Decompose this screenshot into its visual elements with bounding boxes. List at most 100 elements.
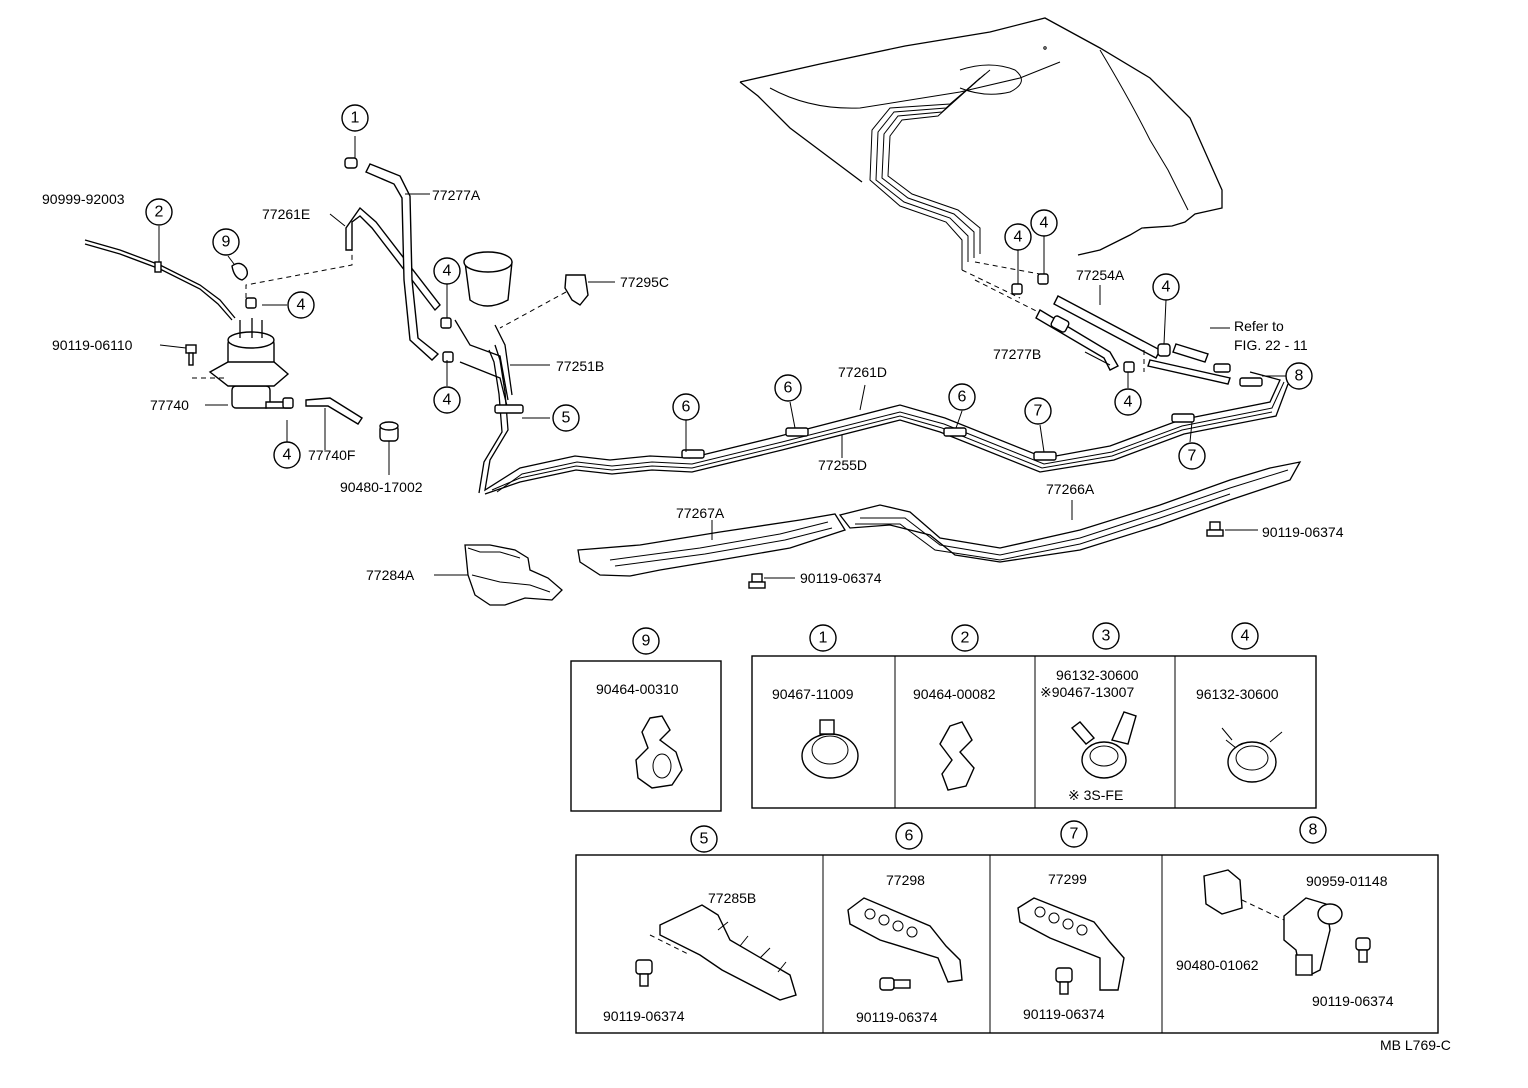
note-3s-fe: ※ 3S-FE bbox=[1068, 787, 1123, 803]
detail-box-6: 6 77298 90119-06374 bbox=[847, 822, 963, 1025]
detail-box-5: 5 77285B 90119-06374 bbox=[603, 825, 797, 1024]
detail-row-2: 5 77285B 90119-06374 6 77298 90119-06374… bbox=[575, 816, 1439, 1034]
label-90999-92003: 90999-92003 bbox=[42, 191, 125, 207]
label-90480-17002: 90480-17002 bbox=[340, 479, 423, 495]
callout-4: 4 bbox=[433, 386, 461, 414]
part-labels: 90999-92003 77261E 77277A 77295C 90119-0… bbox=[42, 187, 1451, 1053]
svg-text:3: 3 bbox=[1102, 628, 1111, 645]
protector-77266A bbox=[838, 461, 1302, 563]
svg-text:1: 1 bbox=[819, 630, 828, 647]
callout-4: 4 bbox=[433, 257, 461, 285]
detail-box-2: 2 90464-00082 bbox=[913, 624, 996, 791]
bolt-90119-06374-b5 bbox=[635, 959, 653, 975]
clamp-7b bbox=[1171, 413, 1195, 423]
label-bolt-box6: 90119-06374 bbox=[856, 1009, 938, 1025]
detail-row-1: 9 90464-00310 1 90467-11009 2 90464-0008… bbox=[570, 622, 1317, 812]
label-77299: 77299 bbox=[1048, 871, 1087, 887]
clip-4c bbox=[1157, 343, 1171, 357]
tank-side-hoses bbox=[961, 261, 1231, 385]
grommet-90480-17002 bbox=[379, 421, 399, 442]
hose-77254A bbox=[1053, 295, 1161, 359]
label-77285B: 77285B bbox=[708, 890, 756, 906]
callout-4: 4 bbox=[287, 291, 315, 319]
label-96132-30600-a: 96132-30600 bbox=[1056, 667, 1139, 683]
label-77254A: 77254A bbox=[1076, 267, 1125, 283]
detail-box-group bbox=[751, 655, 1317, 809]
label-77261D: 77261D bbox=[838, 364, 887, 380]
label-bolt-box5: 90119-06374 bbox=[603, 1008, 685, 1024]
svg-text:4: 4 bbox=[1040, 215, 1049, 232]
clip-4b bbox=[1037, 273, 1049, 285]
svg-text:9: 9 bbox=[642, 633, 651, 650]
label-96132-30600-b: 96132-30600 bbox=[1196, 686, 1279, 702]
svg-text:6: 6 bbox=[784, 380, 793, 397]
bolt-90119-06374-b8 bbox=[1355, 937, 1371, 951]
callout-4: 4 bbox=[1152, 273, 1180, 301]
bracket-77284A bbox=[464, 544, 563, 606]
clip-96132-30600-b bbox=[1227, 741, 1277, 783]
callout-6: 6 bbox=[948, 383, 976, 411]
svg-text:4: 4 bbox=[283, 447, 292, 464]
label-77284A: 77284A bbox=[366, 567, 415, 583]
protector-77267A bbox=[577, 513, 846, 577]
bolt-90119-06374-b7 bbox=[1055, 967, 1073, 983]
label-77298: 77298 bbox=[886, 872, 925, 888]
svg-text:7: 7 bbox=[1070, 826, 1079, 843]
clamp-6b bbox=[785, 427, 809, 437]
canister bbox=[463, 251, 513, 307]
label-77740: 77740 bbox=[150, 397, 189, 413]
svg-text:4: 4 bbox=[1124, 394, 1133, 411]
hose-77277B bbox=[1035, 309, 1119, 371]
pipe-protectors bbox=[577, 461, 1302, 589]
callout-4: 4 bbox=[1114, 388, 1142, 416]
svg-text:4: 4 bbox=[1014, 229, 1023, 246]
svg-text:9: 9 bbox=[222, 234, 231, 251]
clamp-8 bbox=[1239, 377, 1263, 387]
label-fig-ref: FIG. 22 - 11 bbox=[1234, 337, 1308, 353]
detail-box-4: 4 96132-30600 bbox=[1196, 622, 1283, 783]
hose-77277A bbox=[365, 163, 440, 361]
label-90467-13007: ※90467-13007 bbox=[1040, 684, 1134, 700]
clamp-6a bbox=[681, 449, 705, 459]
svg-text:4: 4 bbox=[443, 392, 452, 409]
label-77295C: 77295C bbox=[620, 274, 669, 290]
clip-1 bbox=[344, 157, 358, 169]
grommet-90480-01062 bbox=[1203, 869, 1243, 915]
label-77740F: 77740F bbox=[308, 447, 355, 463]
svg-text:4: 4 bbox=[1162, 279, 1171, 296]
svg-text:7: 7 bbox=[1188, 448, 1197, 465]
leader-lines bbox=[158, 136, 1286, 579]
callout-7: 7 bbox=[1178, 442, 1206, 470]
label-90959-01148: 90959-01148 bbox=[1306, 873, 1388, 889]
svg-text:1: 1 bbox=[351, 110, 360, 127]
bolt-90119-06374-right bbox=[1206, 521, 1224, 537]
detail-box-7: 7 77299 90119-06374 bbox=[1017, 820, 1125, 1022]
svg-text:4: 4 bbox=[297, 297, 306, 314]
label-90119-06374-mid: 90119-06374 bbox=[800, 570, 882, 586]
callouts: 1 2 9 4 4 4 4 5 6 6 6 7 7 8 4 4 4 4 bbox=[145, 104, 1313, 470]
hose-77261E bbox=[345, 206, 441, 312]
callout-7: 7 bbox=[1024, 397, 1052, 425]
clip-90467-11009 bbox=[801, 733, 859, 779]
callout-2: 2 bbox=[145, 198, 173, 226]
callout-4: 4 bbox=[1004, 223, 1032, 251]
svg-text:2: 2 bbox=[155, 204, 164, 221]
svg-text:5: 5 bbox=[562, 410, 571, 427]
label-77266A: 77266A bbox=[1046, 481, 1095, 497]
clamp-6c bbox=[943, 427, 967, 437]
label-90464-00082: 90464-00082 bbox=[913, 686, 996, 702]
fuel-tank-illustration bbox=[739, 17, 1223, 270]
svg-text:5: 5 bbox=[700, 831, 709, 848]
label-bolt-box8: 90119-06374 bbox=[1312, 993, 1394, 1009]
svg-text:6: 6 bbox=[958, 389, 967, 406]
label-77277B: 77277B bbox=[993, 346, 1041, 362]
callout-1: 1 bbox=[341, 104, 369, 132]
left-hoses bbox=[84, 157, 589, 442]
detail-box-group-2 bbox=[575, 854, 1439, 1034]
detail-box-9: 9 90464-00310 bbox=[570, 627, 722, 812]
connector-77295C bbox=[499, 274, 589, 329]
clip-4a bbox=[1011, 283, 1023, 295]
detail-box-1: 1 90467-11009 bbox=[772, 624, 859, 779]
clamp-77285B bbox=[659, 904, 797, 1001]
